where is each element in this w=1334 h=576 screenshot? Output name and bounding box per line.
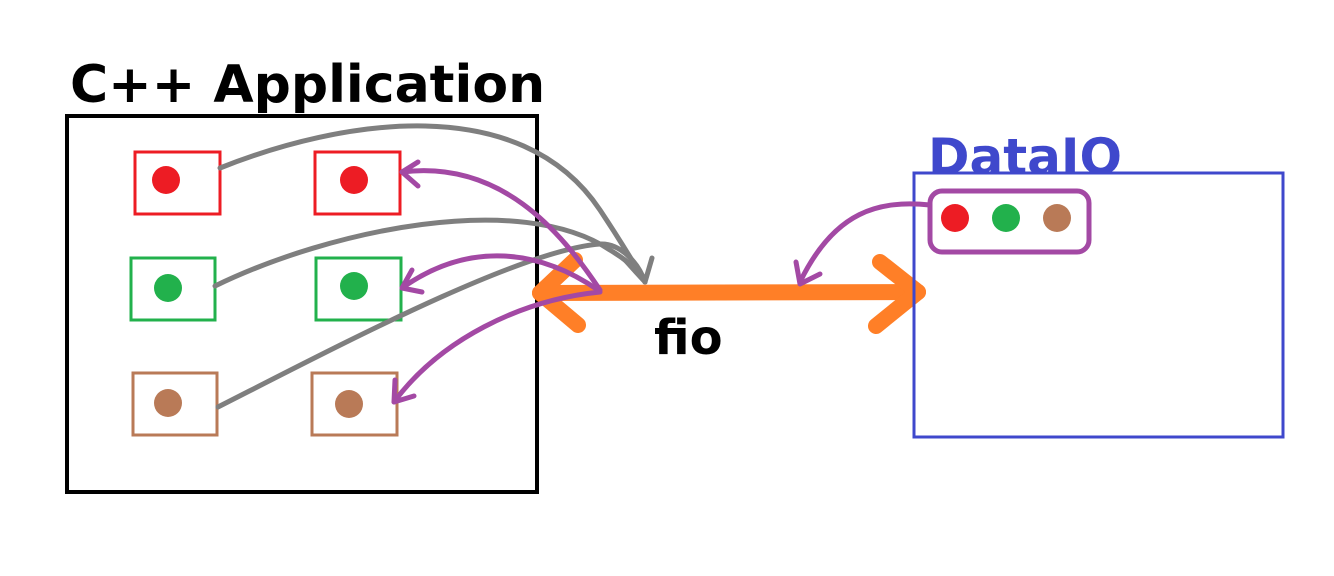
red-dot	[340, 166, 368, 194]
green-source-item	[129, 256, 217, 322]
green-target-item	[314, 256, 403, 322]
dataio-box	[912, 171, 1285, 439]
red-source-item	[133, 150, 222, 216]
green-dot	[340, 272, 368, 300]
red-target-item	[313, 150, 402, 216]
brown-dot	[335, 390, 363, 418]
purple-arrow-brown	[391, 289, 603, 405]
purple-arrow-red	[399, 168, 603, 293]
gray-arrow-red	[217, 123, 648, 285]
red-dot	[152, 166, 180, 194]
brown-target-item	[310, 371, 399, 437]
fio-bus	[532, 284, 926, 301]
gray-arrow-green	[212, 217, 648, 289]
brown-dot	[154, 389, 182, 417]
purple-arrow-green	[399, 253, 601, 293]
purple-arrowhead-icon	[399, 267, 425, 295]
purple-arrow-dataio	[797, 201, 933, 285]
dataio-item-group	[927, 188, 1092, 255]
bus-right-arrowhead-icon	[868, 254, 926, 334]
dataio-brown-dot	[1043, 204, 1071, 232]
green-dot	[154, 274, 182, 302]
purple-arrowhead-icon	[793, 259, 823, 287]
gray-arrowhead-icon	[622, 255, 655, 285]
dataio-red-dot	[941, 204, 969, 232]
app-title: C++ Application	[70, 55, 545, 115]
purple-arrowhead-icon	[399, 159, 421, 189]
fio-label: fio	[654, 310, 723, 366]
dataio-title: DataIO	[928, 128, 1122, 186]
dataio-green-dot	[992, 204, 1020, 232]
gray-arrow-brown	[215, 241, 648, 410]
purple-arrowhead-icon	[391, 377, 417, 405]
brown-source-item	[131, 371, 219, 437]
